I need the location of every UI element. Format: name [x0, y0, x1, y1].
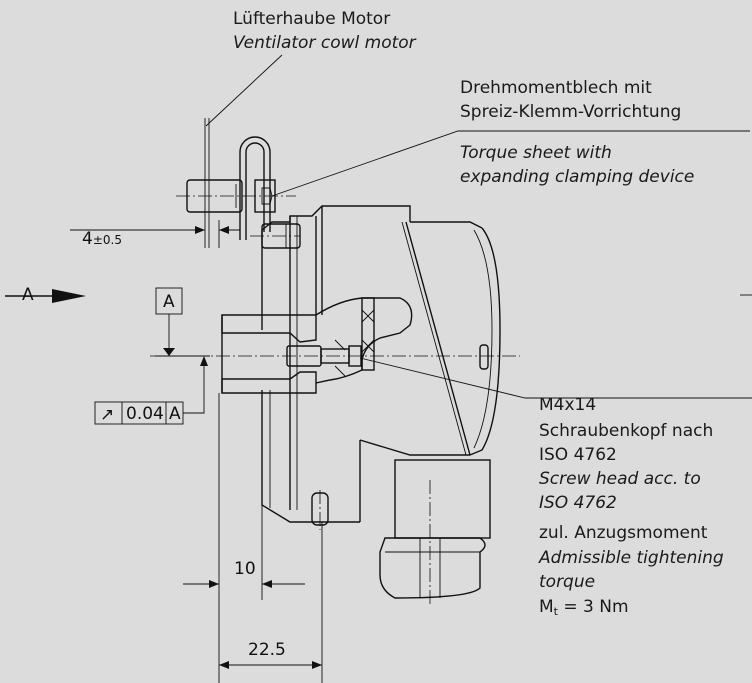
- torque-sheet-label-de-1: Drehmomentblech mit: [460, 78, 652, 98]
- cover-arc-inner: [473, 229, 493, 449]
- view-arrow-head: [52, 289, 86, 303]
- torque-sheet-outer: [239, 136, 271, 240]
- clamping-ring-seal: [361, 309, 375, 353]
- torque-sheet-inner: [245, 142, 265, 240]
- cable-gland: [379, 537, 486, 599]
- fan-cowl-label-en: Ventilator cowl motor: [233, 33, 417, 53]
- runout-symbol: ↗: [100, 405, 114, 425]
- dim10-value: 10: [234, 559, 256, 579]
- fan-cowl-leader: [205, 54, 283, 127]
- hollow-shaft-bottom: [221, 371, 317, 394]
- torque-sheet-label-de-2: Spreiz-Klemm-Vorrichtung: [460, 102, 681, 122]
- dim4-value: 4±0.5: [82, 229, 122, 249]
- m4-screw-nut: [348, 345, 362, 367]
- screw-label-2: Schraubenkopf nach: [539, 421, 713, 441]
- dim4-arrow-left: [195, 226, 205, 234]
- clamping-ring-outline: [315, 297, 413, 384]
- screw-label-3: ISO 4762: [539, 445, 617, 465]
- dim22-arrow-right: [312, 661, 322, 669]
- bolt-body: [186, 179, 243, 213]
- tolerance-value: 0.04: [126, 404, 164, 424]
- bolt-head: [254, 179, 276, 213]
- screw-label-4: Screw head acc. to: [539, 469, 701, 489]
- hollow-shaft-top: [221, 314, 317, 343]
- dim22-value: 22.5: [248, 640, 286, 660]
- terminal-box: [394, 459, 491, 539]
- fan-cowl-label-de: Lüfterhaube Motor: [233, 9, 390, 29]
- bolt-hex: [261, 187, 273, 205]
- torque-sheet-leader: [271, 130, 750, 197]
- datum-letter: A: [163, 292, 175, 312]
- cover-diagonal: [405, 221, 471, 456]
- flange-top: [261, 205, 411, 231]
- dim22-arrow-left: [219, 661, 229, 669]
- flange-left-bottom: [261, 390, 360, 523]
- flange-screw: [261, 223, 301, 249]
- tolerance-leader: [183, 360, 205, 414]
- cover-bottom: [359, 439, 470, 456]
- cover-diagonal-inner: [401, 221, 467, 456]
- view-arrow-letter: A: [22, 285, 34, 305]
- screw-label-7: Admissible tightening: [538, 548, 724, 568]
- torque-sheet-label-en-1: Torque sheet with: [460, 143, 612, 163]
- cover-top: [410, 221, 483, 229]
- dim10-arrow-right: [262, 580, 272, 588]
- tolerance-datum: A: [169, 404, 181, 424]
- clamping-ring-sleeve: [361, 297, 375, 371]
- dim4-arrow-right: [219, 226, 229, 234]
- screw-label-8: torque: [539, 572, 595, 592]
- screw-label-9: Mt = 3 Nm: [539, 597, 629, 618]
- datum-triangle: [163, 348, 175, 356]
- cover-arc: [469, 227, 501, 456]
- screw-label-6: zul. Anzugsmoment: [539, 523, 708, 543]
- screw-label-1: M4x14: [539, 395, 596, 415]
- tolerance-leader-arrow: [200, 356, 208, 366]
- screw-label-5: ISO 4762: [539, 493, 617, 513]
- flange-pin: [311, 492, 329, 526]
- cover-boss: [479, 344, 489, 370]
- m4-screw-washer: [334, 339, 346, 377]
- screw-leader: [359, 357, 752, 399]
- dim10-arrow-left: [209, 580, 219, 588]
- torque-sheet-label-en-2: expanding clamping device: [460, 167, 694, 187]
